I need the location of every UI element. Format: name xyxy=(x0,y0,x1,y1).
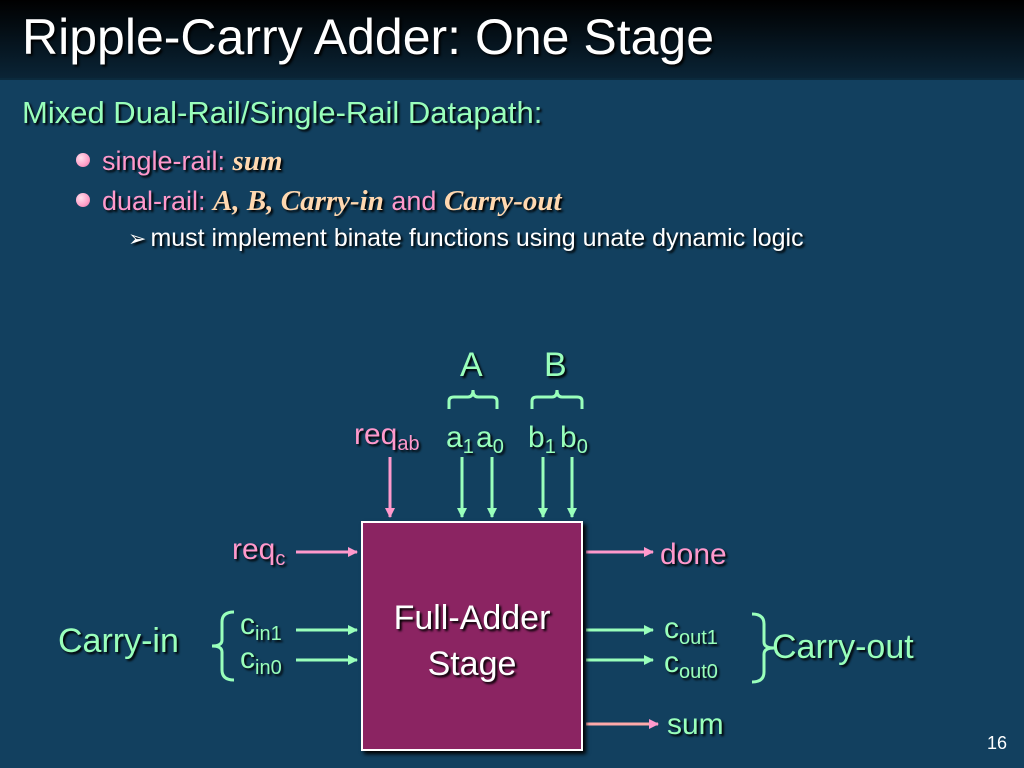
label-B: B xyxy=(544,346,567,384)
arrowhead-bullet-icon: ➢ xyxy=(128,226,147,251)
label-b0: b0 xyxy=(560,421,588,458)
sub-bullet-text: must implement binate functions using un… xyxy=(150,224,804,252)
label-A: A xyxy=(460,346,483,384)
section-heading: Mixed Dual-Rail/Single-Rail Datapath: xyxy=(22,95,543,130)
bullet-dot-icon xyxy=(76,192,90,207)
label-a0: a0 xyxy=(476,421,504,458)
box-label-line2: Stage xyxy=(427,645,517,683)
label-carry-in: Carry-in xyxy=(58,622,179,660)
label-carry-out: Carry-out xyxy=(772,628,914,666)
box-label-line1: Full-Adder xyxy=(393,599,551,637)
label-b1: b1 xyxy=(528,421,556,458)
brace-B xyxy=(530,389,584,409)
label-req-ab: reqab xyxy=(354,418,420,455)
bullet-label: single-rail: xyxy=(102,146,233,176)
bullet-dot-icon xyxy=(76,152,90,167)
bullet-emphasis: sum xyxy=(232,145,283,177)
full-adder-stage-box: Full-Adder Stage xyxy=(361,521,583,751)
bullet-joiner: and xyxy=(383,186,444,216)
sub-bullet: ➢must implement binate functions using u… xyxy=(128,224,804,253)
slide-title: Ripple-Carry Adder: One Stage xyxy=(22,9,715,65)
label-sum: sum xyxy=(667,708,724,741)
label-done: done xyxy=(660,538,727,571)
bullet-emphasis: Carry-out xyxy=(443,185,562,217)
brace-carry-out xyxy=(751,612,775,684)
box-label: Full-Adder Stage xyxy=(363,595,581,687)
brace-carry-in xyxy=(211,610,235,682)
label-a1: a1 xyxy=(446,421,474,458)
label-cin1: cin1 xyxy=(240,608,282,645)
brace-A xyxy=(447,389,499,409)
label-cout1: cout1 xyxy=(664,612,718,649)
page-number: 16 xyxy=(987,733,1008,753)
title-bar xyxy=(0,0,1024,80)
label-cout0: cout0 xyxy=(664,646,718,683)
label-cin0: cin0 xyxy=(240,642,282,679)
label-req-c: reqc xyxy=(232,533,286,570)
bullet-single-rail: single-rail: sum xyxy=(76,145,283,178)
bullet-emphasis: A, B, Carry-in xyxy=(213,185,384,217)
bullet-label: dual-rail: xyxy=(102,186,214,216)
bullet-dual-rail: dual-rail: A, B, Carry-in and Carry-out xyxy=(76,185,562,218)
